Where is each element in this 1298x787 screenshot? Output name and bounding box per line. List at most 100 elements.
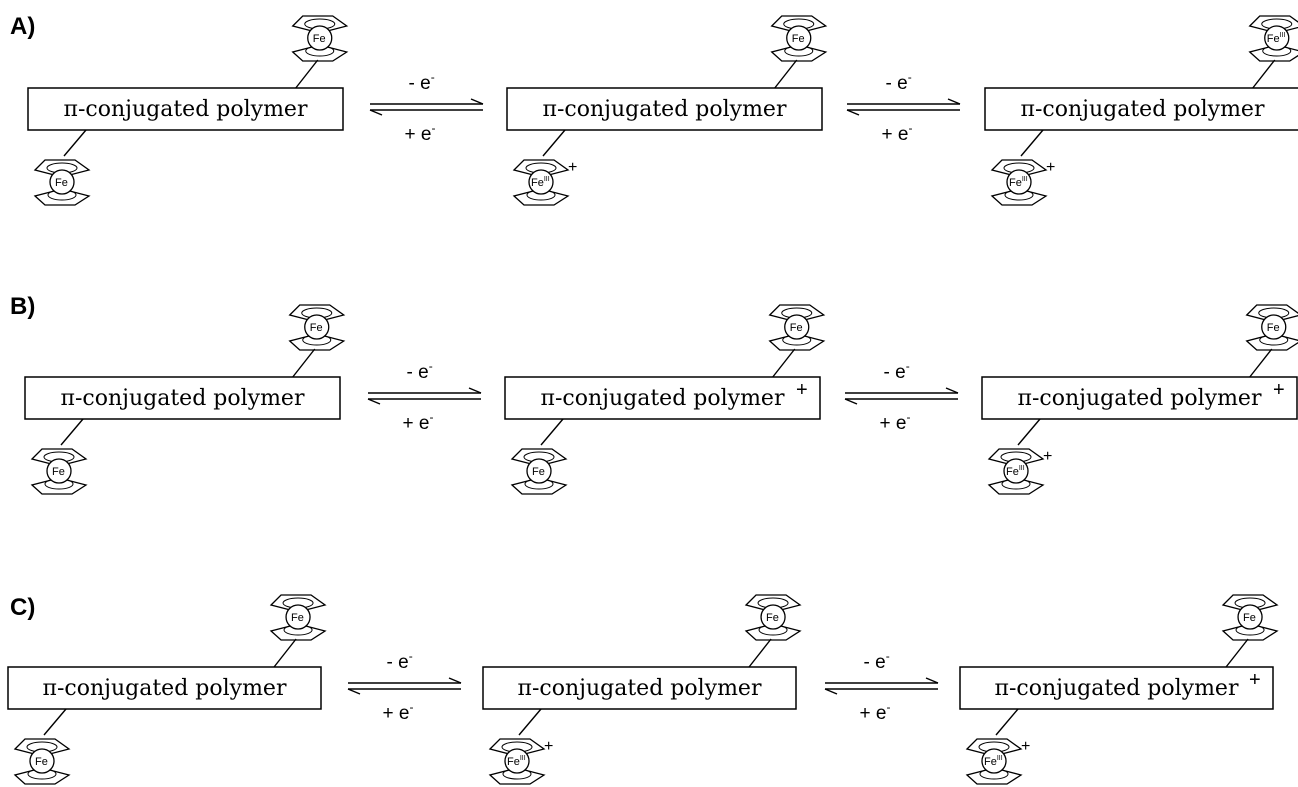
row2-step2-oxidation-label: - e- — [884, 359, 910, 383]
row3-state1-bottom-linker — [43, 708, 67, 736]
row2-state3-bottom-linker — [1017, 418, 1041, 446]
row3-step1-oxidation-label: - e- — [387, 649, 413, 673]
row2-state1-bottom-fe-circle — [46, 458, 72, 484]
row3-state1-bottom-fe-circle — [29, 748, 55, 774]
row2-step1-oxidation-label: - e- — [407, 359, 433, 383]
row2-state2-bottom-ferrocene: Fe — [510, 448, 568, 495]
row3-step1-forward-barb — [448, 677, 462, 684]
row3-state3-polymer-charge: + — [1249, 669, 1261, 691]
row1-state1-bottom-fe-label: Fe — [55, 177, 68, 189]
row2-state1-top-fe-circle — [304, 314, 330, 340]
row1-step2-reduction-label: + e- — [882, 121, 913, 145]
row1-state1-top-fe-label: Fe — [313, 33, 326, 45]
row1-state2-bottom-fe-circle — [528, 169, 554, 195]
row2-state1-bottom-linker — [60, 418, 84, 446]
row3-state2-polymer-label: π-conjugated polymer — [518, 676, 762, 701]
row1-state3-bottom-ferrocene: FeIII+ — [990, 159, 1055, 206]
row1-state3-top-fe-circle — [1264, 25, 1290, 51]
row3-state3-top-fe-label: Fe — [1243, 612, 1256, 624]
row2-state3-bottom-ferrocene: FeIII+ — [987, 448, 1052, 495]
row1-state1-bottom-ferrocene: Fe — [33, 159, 91, 206]
row3-state1-top-linker — [273, 638, 297, 668]
row3-step2-forward-barb — [925, 677, 939, 684]
row2-step2-reduction-label: + e- — [880, 410, 911, 434]
row2-state2-bottom-linker — [540, 418, 564, 446]
row1-state2-top-ferrocene: Fe — [770, 15, 828, 62]
row2-state1-polymer-box — [24, 376, 341, 420]
row3-step2-reduction-label: + e- — [860, 700, 891, 724]
row2-state2-polymer-charge: + — [796, 379, 808, 401]
row1-state1-top-fe-circle — [307, 25, 333, 51]
row1-step1-reverse-barb — [369, 109, 383, 116]
row1-step2-equilibrium-arrow: - e-+ e- — [846, 70, 961, 145]
row-label: C) — [10, 594, 35, 621]
row2-state2-polymer-label: π-conjugated polymer — [541, 386, 785, 411]
row1-state3-top-ferrocene: FeIII+ — [1248, 15, 1298, 62]
row3-step2-equilibrium-arrow: - e- + e- — [824, 649, 939, 724]
row3-state1-top-fe-label: Fe — [291, 612, 304, 624]
row1-state2-top-fe-label: Fe — [792, 33, 805, 45]
row1-step1-forward-barb — [470, 98, 484, 105]
row3-state3-polymer-box — [959, 666, 1274, 710]
row1-step2-forward-barb — [947, 98, 961, 105]
row2-state3-polymer-label: π-conjugated polymer — [1018, 386, 1262, 411]
row2-state1-top-fe-label: Fe — [310, 322, 323, 334]
row3-state1-top-fe-circle — [285, 604, 311, 630]
row3-state2-top-fe-label: Fe — [766, 612, 779, 624]
row1-state3-top-linker — [1252, 59, 1276, 89]
row3-step1-reduction-label: + e- — [383, 700, 414, 724]
row3-state3-bottom-fe-circle — [981, 748, 1007, 774]
row1-state1-bottom-linker — [63, 129, 87, 157]
row2-step2-forward-barb — [945, 387, 959, 394]
row1-state1-top-ferrocene: Fe — [291, 15, 349, 62]
row1-state3-polymer-box — [984, 87, 1298, 131]
row3-state3-bottom-ferrocenium-charge: + — [1021, 738, 1030, 755]
row1-state1-bottom-fe-circle — [49, 169, 75, 195]
row2-state3-top-fe-label: Fe — [1267, 322, 1280, 334]
row2-step1-equilibrium-arrow: - e- + e- — [367, 359, 482, 434]
row2-state1-top-ferrocene: Fe — [288, 304, 346, 351]
row1-state3-bottom-fe-circle — [1006, 169, 1032, 195]
row2-state3-polymer-charge: + — [1273, 379, 1285, 401]
row2-state1-top-linker — [292, 348, 316, 378]
row1-state2-top-fe-circle — [786, 25, 812, 51]
row-label: B) — [10, 293, 35, 320]
row3-state2-top-ferrocene: Fe — [744, 594, 802, 641]
row3-state2-bottom-ferrocene: FeIII+ — [488, 738, 553, 785]
row1-step2-reverse-barb — [846, 109, 860, 116]
row3-state3-bottom-ferrocene: FeIII+ — [965, 738, 1030, 785]
row3-state2-bottom-linker — [518, 708, 542, 736]
row1-state1-top-linker — [295, 59, 319, 89]
row2-step1-reduction-label: + e- — [403, 410, 434, 434]
row3-step2-oxidation-label: - e- — [864, 649, 890, 673]
row2-state1-polymer-label: π-conjugated polymer — [61, 386, 305, 411]
row2-state2-top-ferrocene: Fe — [768, 304, 826, 351]
row3-step2-reverse-barb — [824, 688, 838, 695]
row3-state2-top-fe-circle — [760, 604, 786, 630]
row3-step1-equilibrium-arrow: - e- + e- — [347, 649, 462, 724]
row2-step1-forward-barb — [468, 387, 482, 394]
row2-state2-polymer-box — [504, 376, 821, 420]
row1-state2-bottom-ferrocenium-charge: + — [568, 159, 577, 176]
row3-state3-top-linker — [1225, 638, 1249, 668]
row2-state3-top-fe-circle — [1261, 314, 1287, 340]
row1-state3-polymer-label: π-conjugated polymer — [1021, 97, 1265, 122]
row3-state1-polymer-box — [7, 666, 322, 710]
row2-state3-bottom-ferrocenium-charge: + — [1043, 448, 1052, 465]
row2-step2-reverse-barb — [844, 398, 858, 405]
row2-state1-bottom-ferrocene: Fe — [30, 448, 88, 495]
row2-state3-top-linker — [1249, 348, 1273, 378]
row3-state3-top-fe-circle — [1237, 604, 1263, 630]
row3-state2-bottom-fe-circle — [504, 748, 530, 774]
